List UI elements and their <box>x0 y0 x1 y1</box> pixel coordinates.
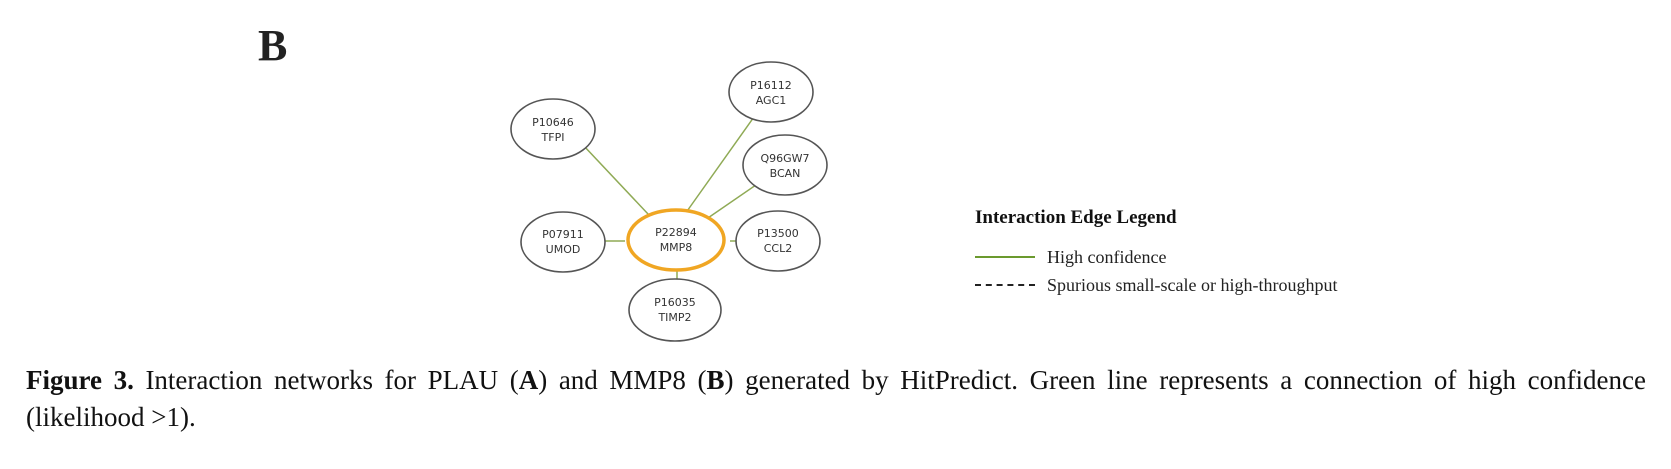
node-timp2: P16035 TIMP2 <box>628 278 722 342</box>
node-tfpi-name: TFPI <box>541 131 565 144</box>
legend-item-label: Spurious small-scale or high-throughput <box>1047 274 1338 295</box>
node-timp2-name: TIMP2 <box>657 311 691 324</box>
node-ccl2: P13500 CCL2 <box>735 210 821 272</box>
dashed-line-swatch <box>975 284 1035 286</box>
caption-text-3: ) generated by HitPredict. Green line re… <box>26 365 1647 432</box>
node-agc1: P16112 AGC1 <box>728 61 814 123</box>
node-ccl2-name: CCL2 <box>764 242 793 255</box>
legend-item-label: High confidence <box>1047 246 1167 267</box>
node-center-id: P22894 <box>655 226 697 239</box>
node-umod: P07911 UMOD <box>520 211 606 273</box>
node-bcan: Q96GW7 BCAN <box>742 134 828 196</box>
edge-legend: Interaction Edge Legend High confidence … <box>975 207 1455 299</box>
node-agc1-name: AGC1 <box>756 94 787 107</box>
node-agc1-id: P16112 <box>750 79 792 92</box>
node-bcan-name: BCAN <box>770 167 801 180</box>
solid-line-swatch <box>975 256 1035 258</box>
node-ccl2-id: P13500 <box>757 227 799 240</box>
node-center-mmp8: P22894 MMP8 <box>626 208 726 272</box>
node-tfpi-id: P10646 <box>532 116 574 129</box>
legend-title: Interaction Edge Legend <box>975 207 1177 228</box>
caption-text-1: Interaction networks for PLAU ( <box>133 365 519 395</box>
node-timp2-id: P16035 <box>654 296 696 309</box>
node-umod-id: P07911 <box>542 228 584 241</box>
figure-caption: Figure 3. Interaction networks for PLAU … <box>26 362 1646 436</box>
caption-label: Figure 3. <box>26 365 134 395</box>
node-umod-name: UMOD <box>546 243 581 256</box>
node-center-name: MMP8 <box>660 241 693 254</box>
panel-label: B <box>258 21 288 70</box>
node-tfpi: P10646 TFPI <box>510 98 596 160</box>
legend-item-spurious: Spurious small-scale or high-throughput <box>975 271 1455 299</box>
node-bcan-id: Q96GW7 <box>760 152 809 165</box>
legend-item-high-confidence: High confidence <box>975 243 1455 271</box>
caption-bold-a: A <box>518 365 539 395</box>
caption-bold-b: B <box>706 365 725 395</box>
caption-text-2: ) and MMP8 ( <box>538 365 707 395</box>
